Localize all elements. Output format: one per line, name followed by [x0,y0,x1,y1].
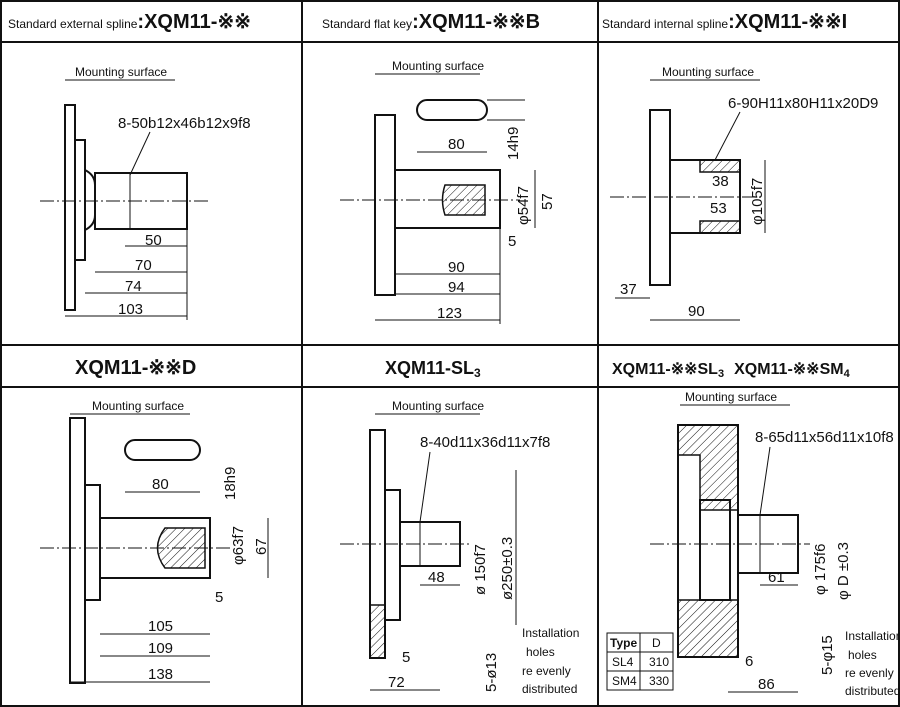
dimension-label: re evenly [845,666,894,680]
dimension-label: SL4 [612,655,634,669]
dimension-label: Standard flat key [322,17,412,31]
dimension-label: 105 [148,618,173,635]
dimension-label: XQM11-SL [385,358,474,378]
dimension-label: 5-φ15 [819,635,836,675]
dimension-label: φ 175f6 [812,544,829,595]
header-2: Standard flat key:XQM11-※※B [322,11,540,33]
dimension-label: 138 [148,666,173,683]
dimension-label: Standard internal spline [602,17,728,31]
dimension-label: 74 [125,278,142,295]
mounting-surface-label: Mounting surface [92,399,184,413]
panel-external-spline: Mounting surface 8-50b12x46b12x9f8 50 70… [40,65,251,320]
dimension-label: 6 [745,653,753,670]
dimension-label: Standard external spline [8,17,138,31]
dimension-label: 48 [428,569,445,586]
dimension-label: 90 [448,259,465,276]
header-1: Standard external spline:XQM11-※※ [8,11,251,33]
dimension-label: 50 [145,232,162,249]
dimension-label: SM4 [612,674,637,688]
dimension-label: holes [526,645,555,659]
type-table: Type D SL4 310 SM4 330 [606,632,674,691]
dimension-label: 5 [402,649,410,666]
dimension-label: 123 [437,305,462,322]
dimension-label: holes [848,648,877,662]
dimension-label: ø250±0.3 [499,537,516,600]
panel-sl3: Mounting surface 8-40d11x36d11x7f8 48 ø … [340,399,579,696]
dimension-label: 90 [688,303,705,320]
dimension-label: 72 [388,674,405,691]
spline-spec: 6-90H11x80H11x20D9 [728,95,878,112]
mounting-surface-label: Mounting surface [392,399,484,413]
dimension-label: 18h9 [222,467,239,500]
header-5: XQM11-SL3 [385,358,481,380]
dimension-label: 86 [758,676,775,693]
dimension-label: 14h9 [505,127,522,160]
spline-spec: 8-50b12x46b12x9f8 [118,115,251,132]
mounting-surface-label: Mounting surface [392,59,484,73]
mounting-surface-label: Mounting surface [75,65,167,79]
dimension-label: :XQM11-※※I [728,11,847,33]
dimension-label: distributed [845,684,900,698]
dimension-label: 53 [710,200,727,217]
dimension-label: 57 [539,193,556,210]
dimension-label: Type [610,636,637,650]
dimension-label: distributed [522,682,577,696]
dimension-label: ø 150f7 [472,544,489,595]
dimension-label: XQM11-※※SL [612,361,718,378]
dimension-label: D [652,636,661,650]
dimension-label: 67 [253,538,270,555]
dimension-label: Installation [522,626,579,640]
dimension-label: 4 [844,368,851,380]
dimension-label: 109 [148,640,173,657]
dimension-label: 3 [718,368,724,380]
dimension-label: re evenly [522,664,571,678]
dimension-label: 5-ø13 [483,653,500,692]
dimension-label: 330 [649,674,669,688]
dimension-label: :XQM11-※※ [137,11,251,33]
dimension-label: 5 [508,233,516,250]
dimension-label: 70 [135,257,152,274]
dimension-label: φ105f7 [749,178,766,225]
dimension-label: 61 [768,569,785,586]
spline-spec: 8-40d11x36d11x7f8 [420,434,550,451]
dimension-label: 80 [152,476,169,493]
dimension-label: φ54f7 [515,186,532,225]
dimension-label: 37 [620,281,637,298]
dimension-label: φ63f7 [230,526,247,565]
panel-flat-key: Mounting surface 80 14h9 φ54f7 57 5 90 9… [340,59,556,324]
dimension-label: :XQM11-※※B [412,11,540,33]
header-4: XQM11-※※D [75,357,196,379]
mounting-surface-label: Mounting surface [662,65,754,79]
dimension-label: 5 [215,589,223,606]
dimension-label: 3 [474,366,481,380]
mounting-surface-label: Mounting surface [685,390,777,404]
dimension-label: 103 [118,301,143,318]
spline-spec: 8-65d11x56d11x10f8 [755,429,894,446]
panel-d: Mounting surface 80 18h9 φ63f7 67 5 105 … [40,399,270,684]
dimension-label: Installation [845,629,900,643]
dimension-label: φ D ±0.3 [835,542,852,600]
header-6: XQM11-※※SL3 XQM11-※※SM4 [612,361,851,380]
dimension-label: 310 [649,655,669,669]
panel-internal-spline: Mounting surface 6-90H11x80H11x20D9 38 5… [610,65,878,321]
dimension-label: 94 [448,279,465,296]
header-3: Standard internal spline:XQM11-※※I [602,11,847,33]
panel-sl3-sm4: Mounting surface 8-65d11x56d11x10f8 φ 17… [606,390,900,698]
dimension-label: XQM11-※※SM [734,361,844,378]
dimension-label: 38 [712,173,729,190]
dimension-label: 80 [448,136,465,153]
